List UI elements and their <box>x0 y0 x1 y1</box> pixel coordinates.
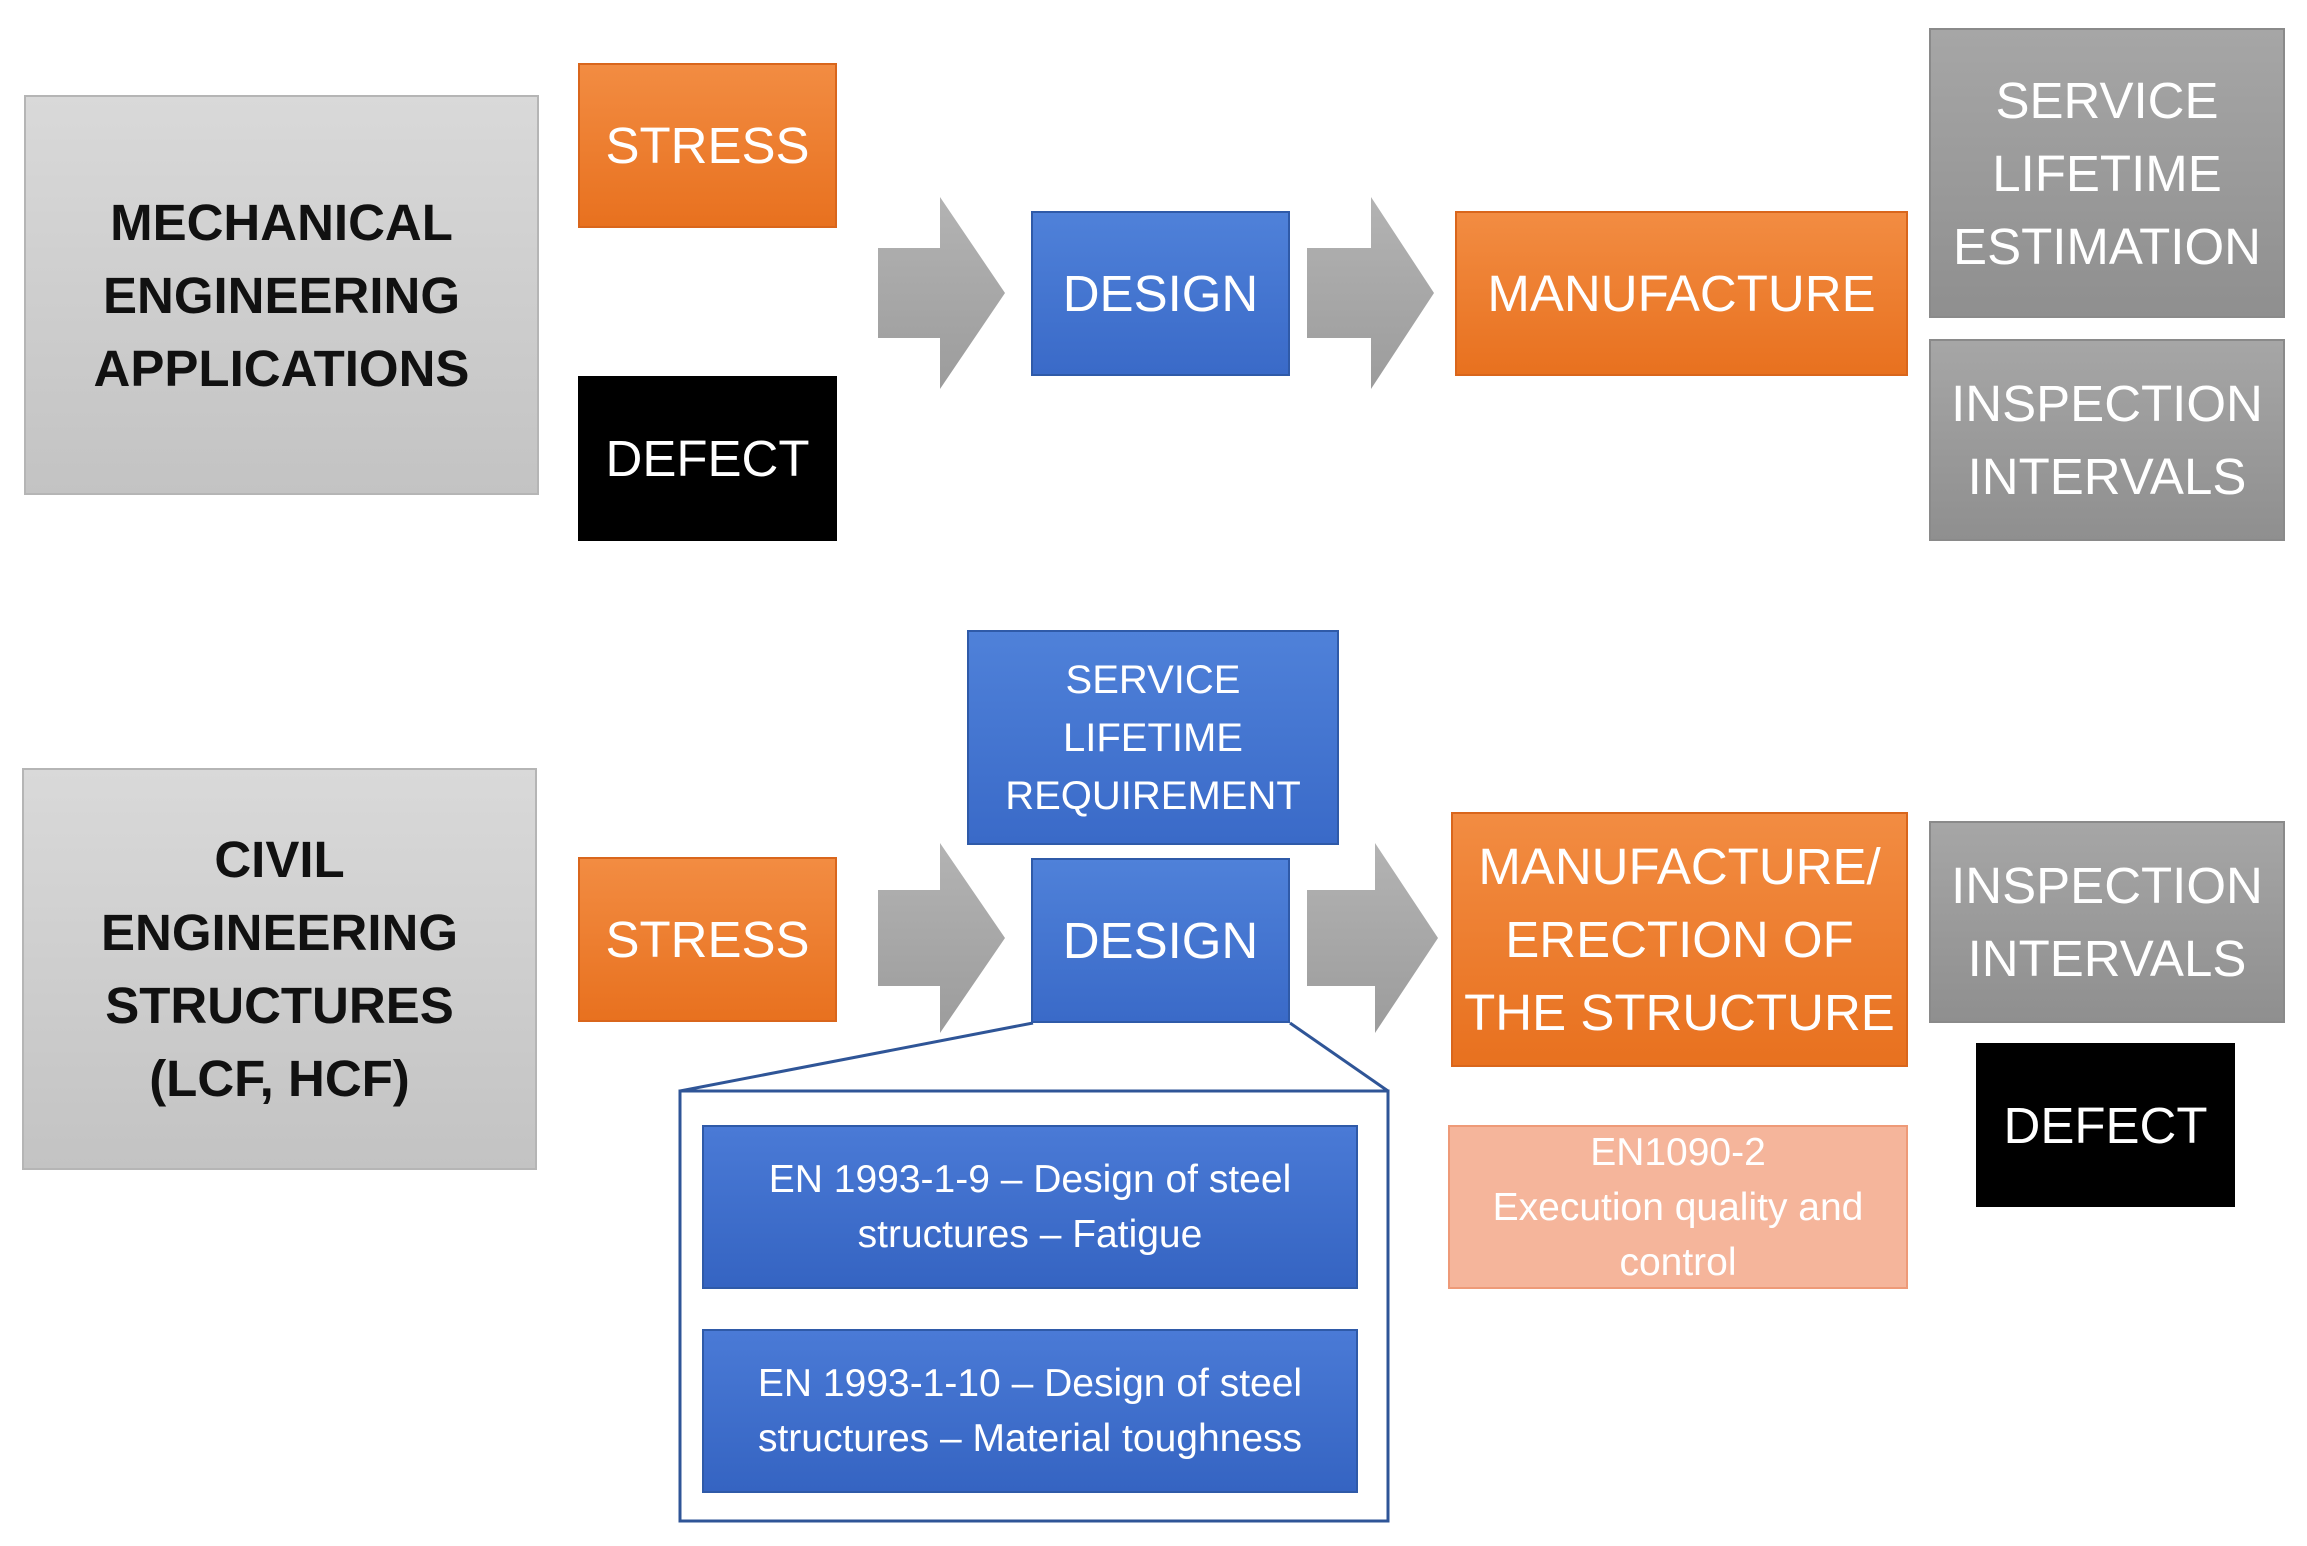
defect-box-civil: DEFECT <box>1976 1043 2235 1207</box>
design-box-civil: DESIGN <box>1031 858 1290 1023</box>
inspection-intervals-box-civil: INSPECTION INTERVALS <box>1929 821 2285 1023</box>
civil-engineering-structures-label: CIVIL ENGINEERING STRUCTURES (LCF, HCF) <box>22 768 537 1170</box>
stress-box-civil: STRESS <box>578 857 837 1022</box>
defect-box: DEFECT <box>578 376 837 541</box>
design-standard-toughness-box: EN 1993-1-10 – Design of steel structure… <box>702 1329 1358 1493</box>
mechanical-engineering-applications-label: MECHANICAL ENGINEERING APPLICATIONS <box>24 95 539 495</box>
service-lifetime-estimation-box: SERVICE LIFETIME ESTIMATION <box>1929 28 2285 318</box>
arrow-stress-to-design-civil <box>878 843 1005 1033</box>
stress-box: STRESS <box>578 63 837 228</box>
manufacture-erection-box: MANUFACTURE/ ERECTION OF THE STRUCTURE <box>1451 812 1908 1067</box>
callout-right-line <box>1289 1021 1389 1093</box>
manufacture-box: MANUFACTURE <box>1455 211 1908 376</box>
execution-standard-box: EN1090-2 Execution quality and control <box>1448 1125 1908 1289</box>
design-standard-fatigue-box: EN 1993-1-9 – Design of steel structures… <box>702 1125 1358 1289</box>
design-box: DESIGN <box>1031 211 1290 376</box>
arrow-stress-to-design <box>878 197 1005 389</box>
service-lifetime-requirement-box: SERVICE LIFETIME REQUIREMENT <box>967 630 1339 845</box>
design-standards-frame <box>678 1089 1390 1523</box>
callout-left-line <box>679 1021 1034 1093</box>
arrow-design-to-manufacture <box>1307 197 1434 389</box>
arrow-design-to-manufacture-civil <box>1307 843 1438 1033</box>
inspection-intervals-box: INSPECTION INTERVALS <box>1929 339 2285 541</box>
